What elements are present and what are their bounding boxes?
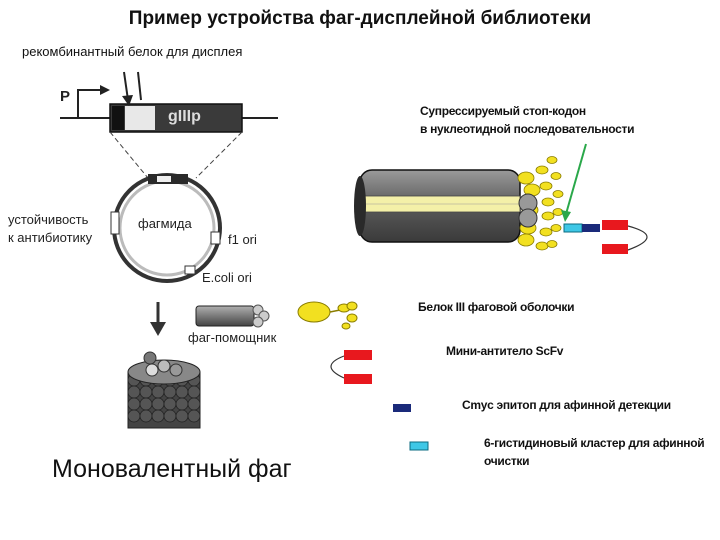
projection-line	[195, 131, 243, 179]
legend-coat-icon	[297, 301, 358, 330]
helper-phage	[195, 304, 270, 328]
resistance-label-1: устойчивость	[8, 212, 89, 227]
monovalent-label: Моновалентный фаг	[52, 455, 292, 483]
gene-label: gIIIp	[168, 108, 201, 125]
phagemid-plasmid	[110, 173, 222, 283]
stop-codon-pointer	[561, 143, 587, 222]
legend-his-label-1: 6-гистидиновый кластер для афинной	[484, 436, 705, 450]
page-title: Пример устройства фаг-дисплейной библиот…	[128, 8, 592, 29]
promoter-arrow	[77, 89, 100, 118]
legend-scfv-icon	[330, 350, 372, 384]
f1-ori-label: f1 ori	[228, 232, 257, 247]
displayed-fusion	[563, 220, 648, 254]
scfv-heavy-mark	[602, 220, 628, 230]
resistance-label-2: к антибиотику	[8, 230, 93, 245]
legend-scfv-heavy	[344, 350, 372, 360]
legend-coat-label: Белок III фаговой оболочки	[418, 300, 575, 314]
helper-label: фаг-помощник	[188, 330, 277, 345]
projection-line	[109, 131, 149, 179]
legend-his-label-2: очистки	[484, 454, 530, 468]
insert-arrow	[123, 71, 129, 101]
stop-codon-line-1: Супрессируемый стоп-кодон	[420, 104, 586, 118]
subtitle: рекомбинантный белок для дисплея	[22, 44, 243, 59]
legend-myc-icon	[393, 404, 411, 412]
scfv-light-mark	[602, 244, 628, 254]
promoter-label: P	[60, 88, 71, 105]
gene-construct	[60, 71, 278, 133]
legend-scfv-light	[344, 374, 372, 384]
his-tag-mark	[563, 223, 583, 233]
myc-tag-mark	[582, 224, 600, 232]
plasmid-name: фагмида	[138, 216, 192, 231]
monovalent-phage	[127, 351, 201, 429]
stop-codon-line-2: в нуклеотидной последовательности	[420, 122, 635, 136]
ecoli-ori-label: E.coli ori	[202, 270, 252, 285]
legend-myc-label: Cmyc эпитоп для афинной детекции	[462, 398, 671, 412]
phage-particle	[354, 156, 564, 251]
legend-his-icon	[409, 441, 429, 451]
legend-scfv-label: Мини-антитело ScFv	[446, 344, 564, 358]
down-arrow-icon	[150, 302, 166, 336]
